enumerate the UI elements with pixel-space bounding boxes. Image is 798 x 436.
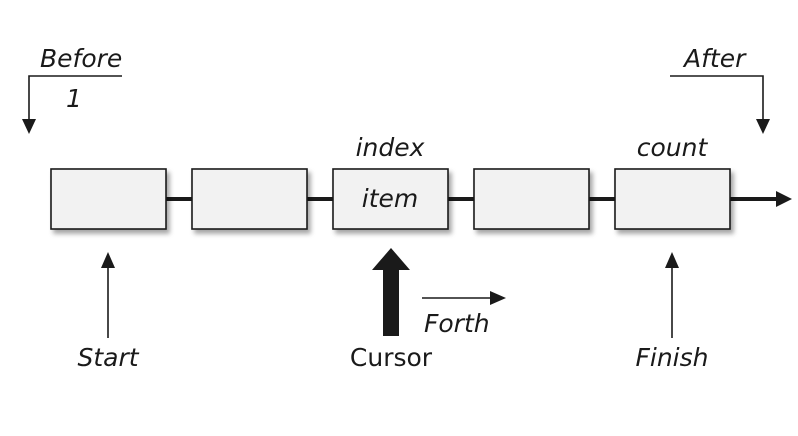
- forth-label: Forth: [424, 309, 490, 338]
- list-cell-5: [614, 168, 731, 230]
- finish-label: Finish: [636, 343, 709, 372]
- start-arrow-head: [101, 252, 115, 268]
- before-bracket: [28, 75, 122, 120]
- start-label: Start: [77, 343, 139, 372]
- before-index-label: 1: [66, 84, 82, 113]
- after-label: After: [682, 44, 747, 73]
- index-label: index: [356, 133, 425, 162]
- cursor-label: Cursor: [350, 343, 433, 372]
- list-cell-1: [50, 168, 167, 230]
- before-arrow-head: [22, 119, 36, 134]
- list-cell-4: [473, 168, 590, 230]
- count-label: count: [637, 133, 709, 162]
- after-arrow-head: [756, 119, 770, 134]
- list-cell-3-current: [332, 168, 449, 230]
- finish-arrow-head: [665, 252, 679, 268]
- item-label: item: [362, 184, 418, 213]
- cursor-arrow-head: [372, 248, 410, 270]
- tail-arrow-head: [776, 191, 792, 207]
- after-bracket: [670, 75, 764, 120]
- cursor-arrow-shaft: [383, 268, 399, 336]
- before-label: Before: [40, 44, 122, 73]
- list-cell-2: [191, 168, 308, 230]
- forth-arrow-head: [490, 291, 506, 305]
